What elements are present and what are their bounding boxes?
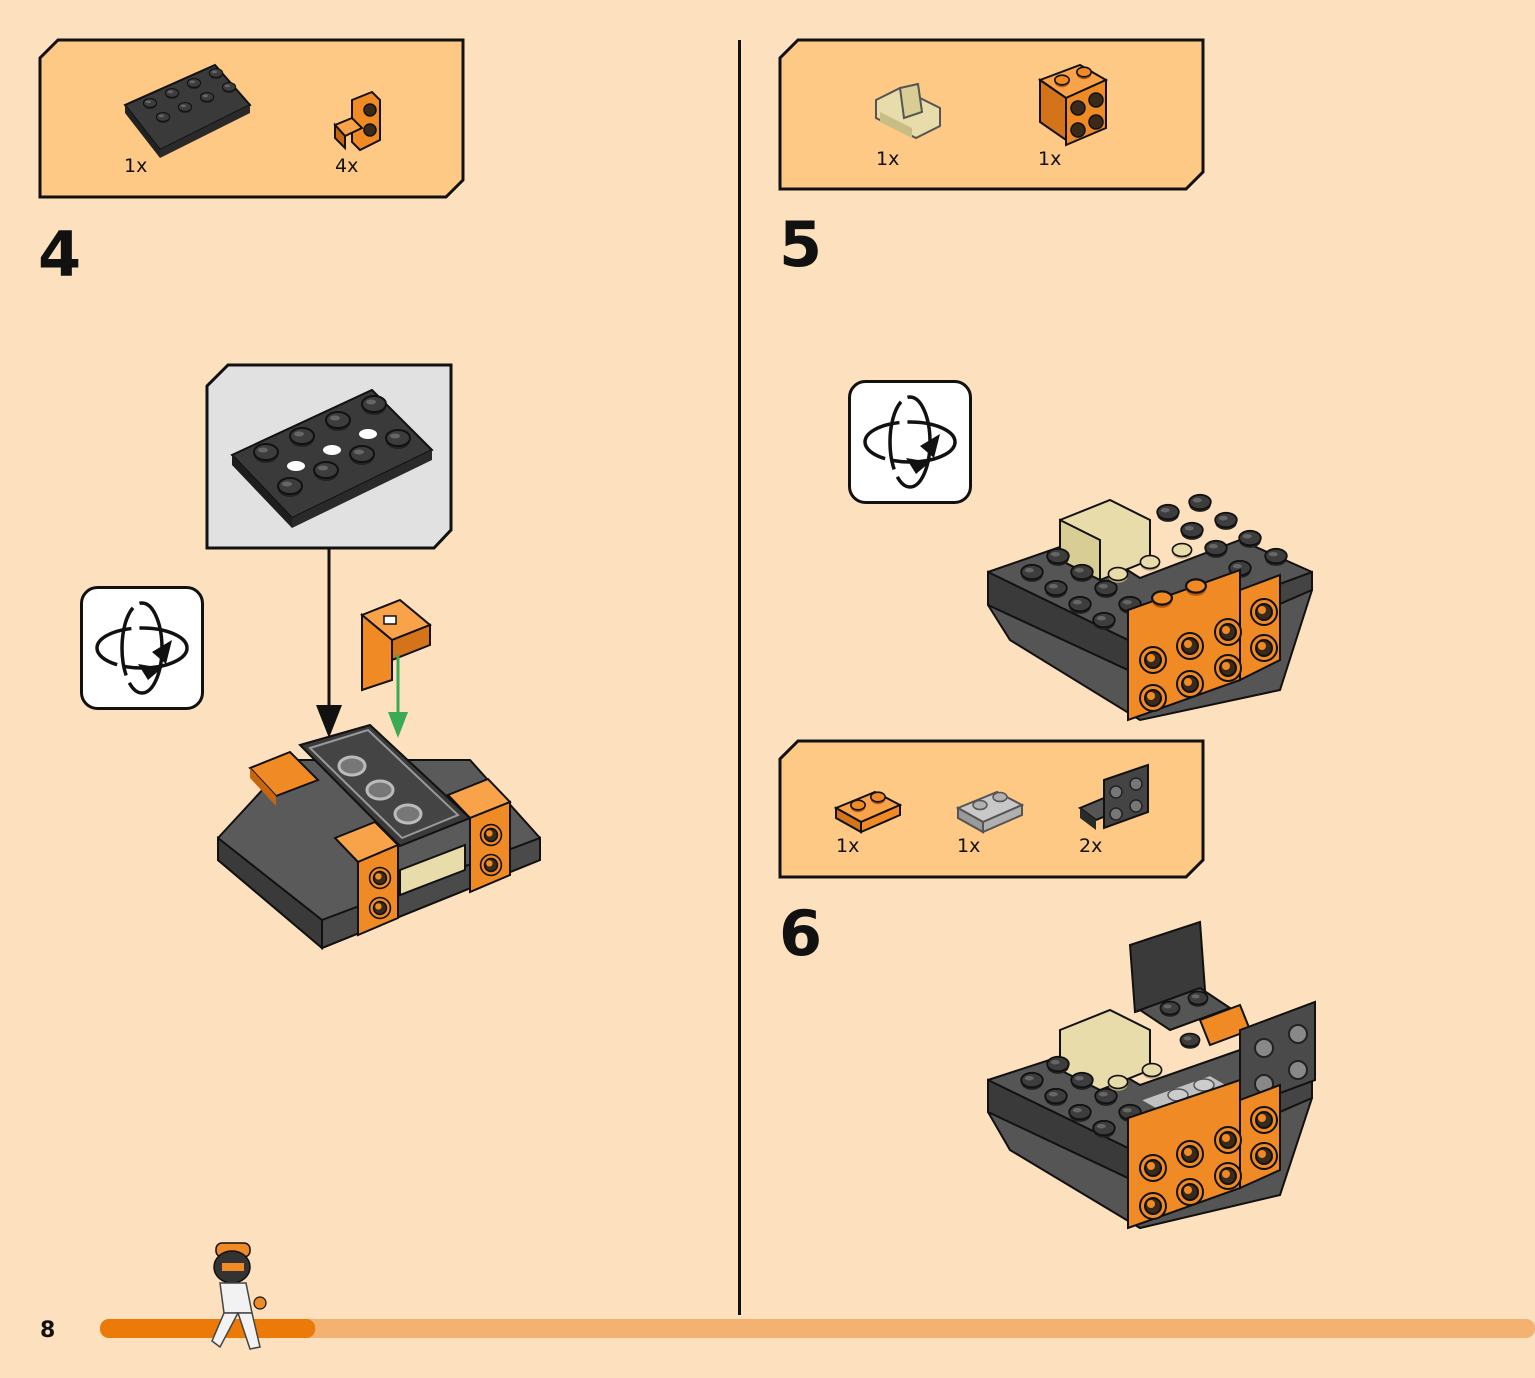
step4-model xyxy=(217,723,541,951)
part-qty: 1x xyxy=(957,835,981,857)
part-qty: 1x xyxy=(836,835,860,857)
step5-parts-box xyxy=(778,38,1205,191)
ninja-figure-icon xyxy=(211,1242,267,1350)
rotate-model-icon xyxy=(848,380,972,504)
step6-model xyxy=(987,920,1316,1230)
page-number: 8 xyxy=(40,1318,56,1343)
dark-gray-technic-plate-2x4-icon xyxy=(123,63,252,158)
rotate-model-icon xyxy=(80,586,204,710)
orange-bracket-1x1-icon xyxy=(333,90,381,152)
part-qty: 4x xyxy=(335,155,359,177)
insert-arrow xyxy=(316,548,342,738)
orange-bracket-2x2-icon xyxy=(1037,63,1109,147)
step4-submodel-callout xyxy=(205,363,453,550)
green-placement-arrow xyxy=(388,655,408,738)
light-gray-plate-1x2-icon xyxy=(955,790,1025,834)
progress-fill xyxy=(100,1319,316,1338)
part-qty: 1x xyxy=(124,155,148,177)
step6-parts-box xyxy=(778,739,1205,879)
step-number-5: 5 xyxy=(779,208,823,281)
tan-seat-icon xyxy=(875,82,941,140)
part-qty: 1x xyxy=(876,148,900,170)
step4-new-bracket xyxy=(360,598,432,692)
progress-bar xyxy=(100,1319,1535,1338)
dark-gray-bracket-2x2-icon xyxy=(1078,763,1149,830)
part-qty: 2x xyxy=(1079,835,1103,857)
step5-model xyxy=(987,493,1313,722)
progress-track xyxy=(100,1319,1535,1338)
part-qty: 1x xyxy=(1038,148,1062,170)
step4-parts-box xyxy=(38,38,465,199)
step-number-4: 4 xyxy=(38,218,82,291)
column-divider xyxy=(738,40,741,1315)
orange-plate-1x2-icon xyxy=(833,790,903,834)
step-number-6: 6 xyxy=(779,897,823,970)
